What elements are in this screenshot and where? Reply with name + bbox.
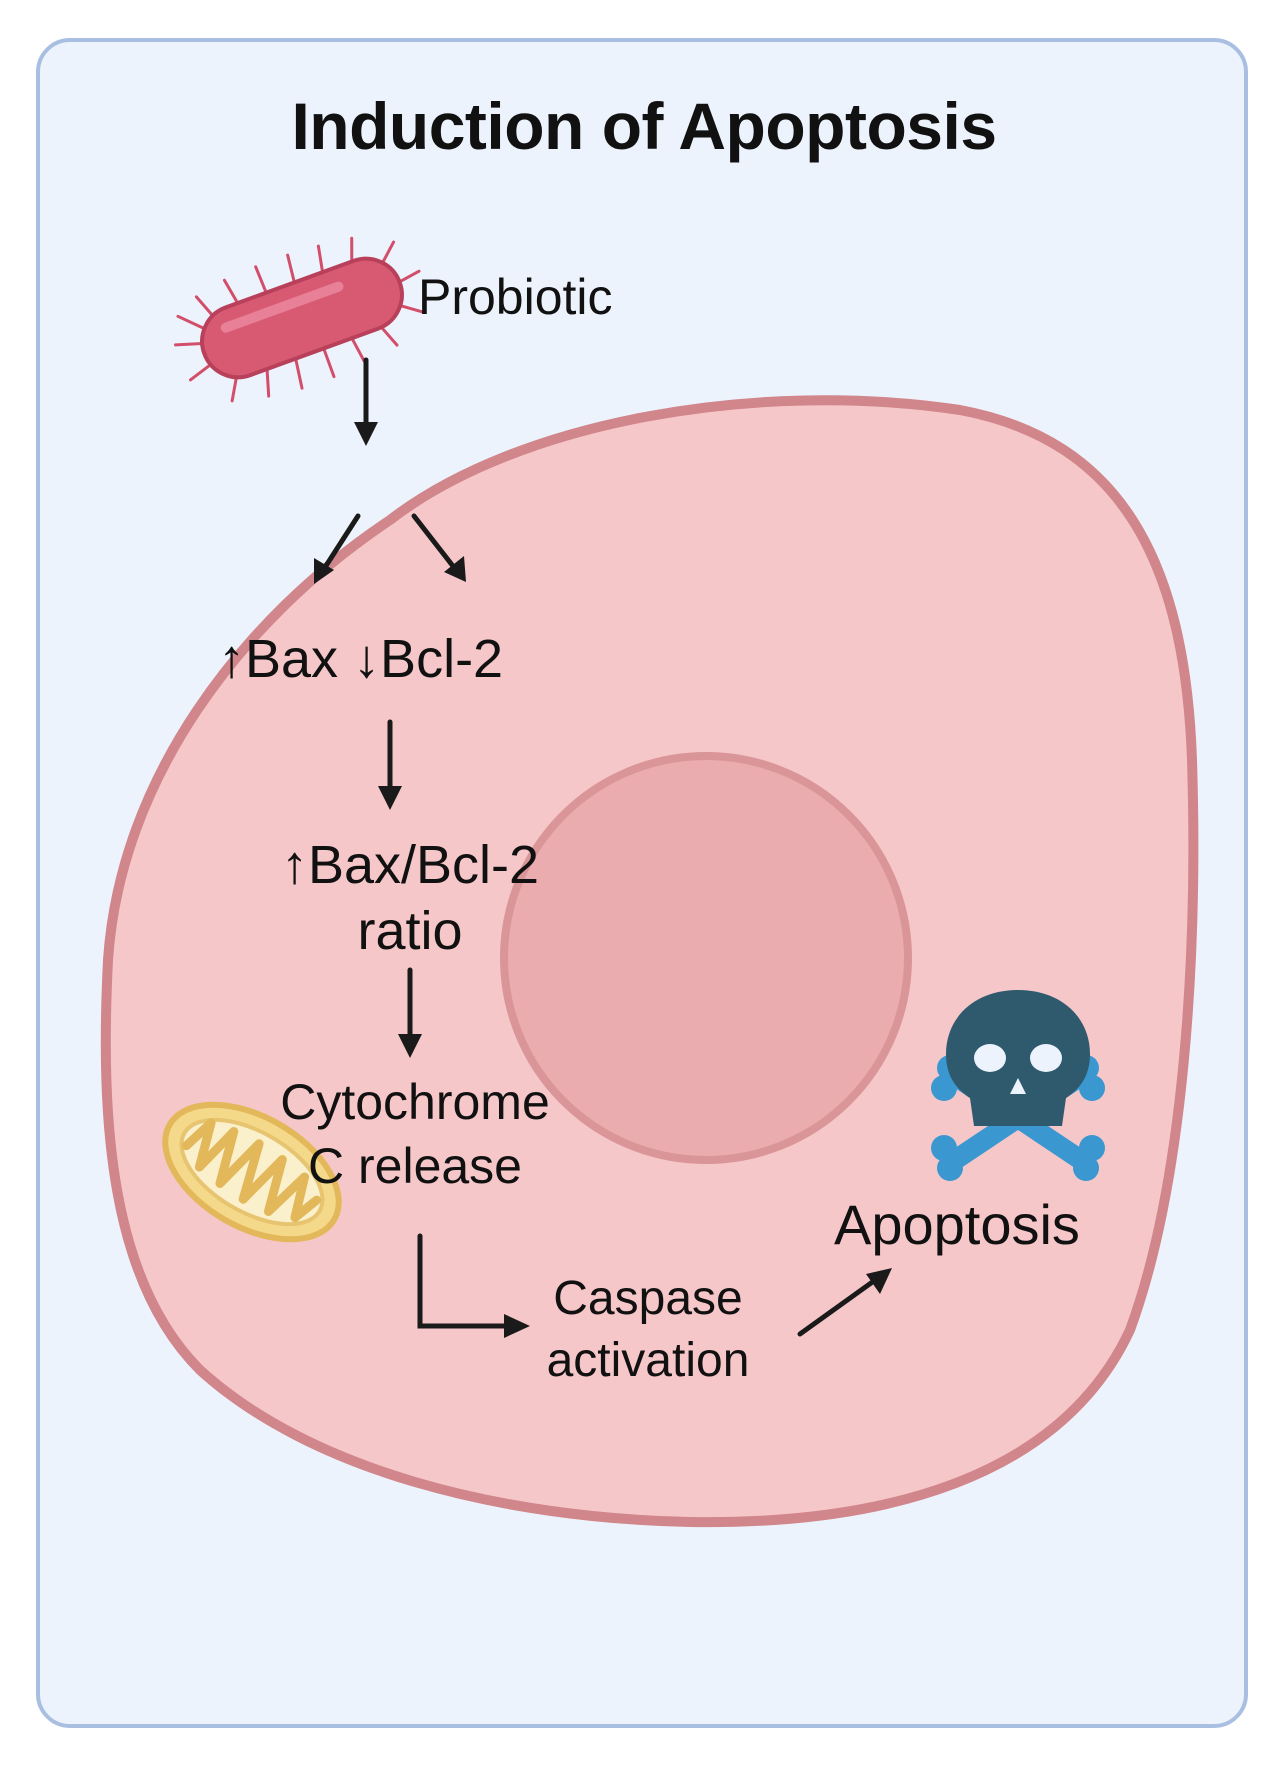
- apoptosis-label: Apoptosis: [834, 1193, 1080, 1256]
- skull-crossbones-icon: [931, 990, 1105, 1181]
- ratio-line-1: ↑Bax/Bcl-2: [280, 835, 540, 895]
- caspase-line-2: activation: [546, 1334, 750, 1387]
- probiotic-label: Probiotic: [418, 269, 613, 325]
- ratio-line-2: ratio: [357, 901, 463, 961]
- cytochrome-c-release-label: Cytochrome C release: [250, 1070, 580, 1198]
- arrow-cytochrome-to-caspase: [417, 1233, 513, 1329]
- arrow-cell-to-bcl2: [411, 513, 459, 573]
- arrow-cell-to-bax: [319, 513, 361, 575]
- diagram-title: Induction of Apoptosis: [291, 89, 997, 163]
- caspase-line-1: Caspase: [553, 1272, 743, 1325]
- cyto-line-1: Cytochrome: [280, 1074, 550, 1130]
- mitochondrion-icon: [162, 1101, 342, 1243]
- bax-bcl2-label: ↑Bax ↓Bcl-2: [218, 629, 504, 689]
- bacterium-icon: [174, 236, 425, 403]
- nucleus-icon: [500, 752, 912, 1164]
- bax-bcl2-ratio-label: ↑Bax/Bcl-2 ratio: [260, 832, 560, 964]
- arrow-caspase-to-apoptosis: [797, 1275, 881, 1337]
- caspase-activation-label: Caspase activation: [528, 1268, 768, 1392]
- cyto-line-2: C release: [308, 1138, 522, 1194]
